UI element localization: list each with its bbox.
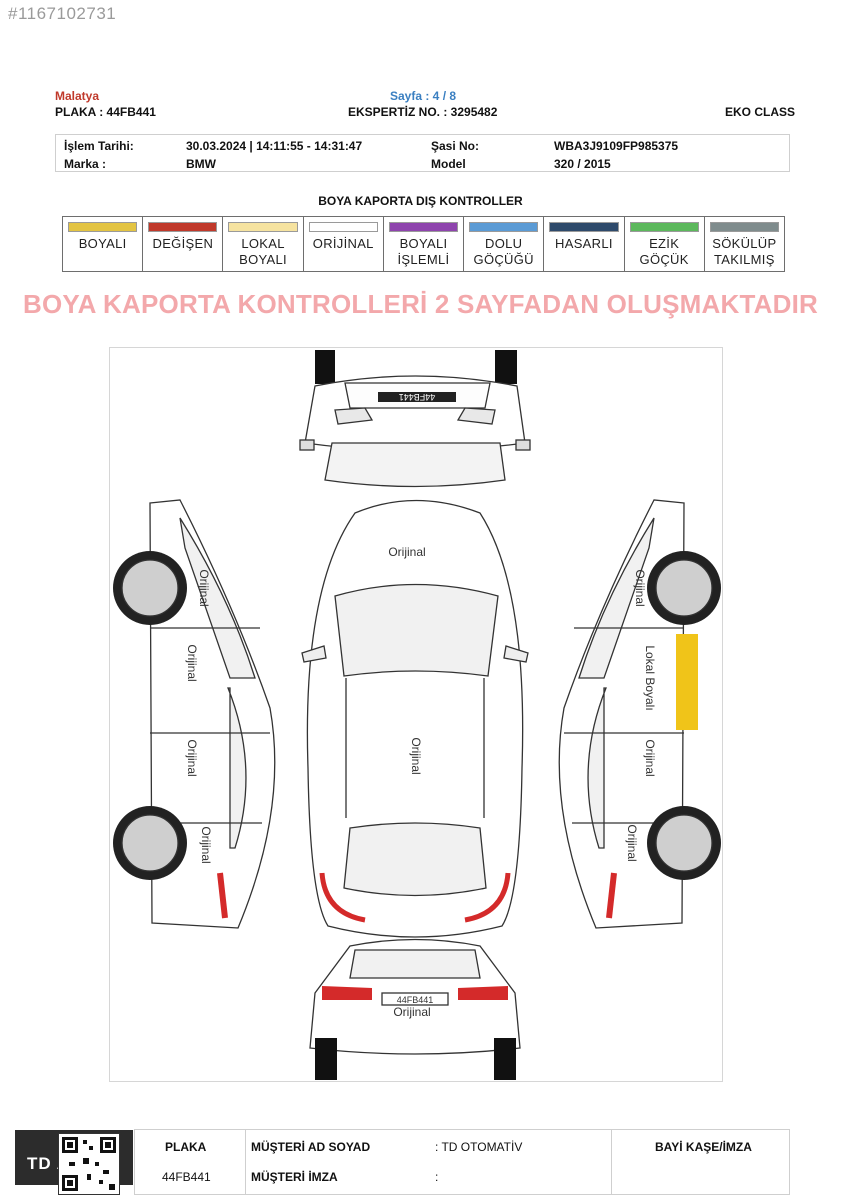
- car-front-view: [299, 350, 531, 488]
- legend-item: ORİJİNAL: [304, 217, 384, 271]
- right-panel-label: Orijinal: [643, 739, 657, 776]
- car-rear-view: [309, 938, 521, 1080]
- city-label: Malatya: [55, 89, 100, 103]
- legend-swatch: [388, 222, 459, 232]
- footer-plate-label: PLAKA: [165, 1140, 207, 1154]
- page-number: Sayfa : 4 / 8: [390, 89, 457, 103]
- customer-name-value: : TD OTOMATİV: [435, 1140, 523, 1154]
- model-value: 320 / 2015: [554, 157, 611, 171]
- car-left-side: [113, 499, 276, 929]
- roof-label: Orijinal: [388, 545, 425, 559]
- brand-label: Marka :: [64, 157, 107, 171]
- listing-id: #1167102731: [8, 4, 117, 23]
- legend-label: BOYALI: [78, 236, 127, 251]
- left-panel-label: Orijinal: [185, 739, 199, 776]
- legend-label: HASARLI: [555, 236, 613, 251]
- legend-swatch: [148, 222, 218, 232]
- left-panel-label: Orijinal: [199, 826, 213, 863]
- section-title: BOYA KAPORTA DIŞ KONTROLLER: [318, 194, 523, 208]
- legend-item: DEĞİŞEN: [143, 217, 224, 271]
- left-panel-label: Orijinal: [197, 569, 211, 606]
- car-right-side: [558, 499, 721, 929]
- customer-signature-label: MÜŞTERİ İMZA: [251, 1170, 338, 1184]
- legend-item: HASARLI: [544, 217, 625, 271]
- right-panel-label: Lokal Boyalı: [643, 645, 657, 710]
- left-panel-label: Orijinal: [185, 644, 199, 681]
- car-top-view: [301, 499, 529, 938]
- front-plate: 44FB441: [399, 392, 436, 402]
- header-plate: PLAKA : 44FB441: [55, 105, 156, 119]
- rear-label: Orijinal: [393, 1005, 430, 1019]
- legend-swatch: [549, 222, 619, 232]
- brand-value: BMW: [186, 157, 216, 171]
- local-paint-mark: [676, 634, 698, 730]
- vehicle-info-box: İşlem Tarihi: 30.03.2024 | 14:11:55 - 14…: [55, 134, 790, 172]
- footer-plate-col: PLAKA 44FB441: [135, 1130, 246, 1194]
- model-label: Model: [431, 157, 466, 171]
- right-panel-label: Orijinal: [625, 824, 639, 861]
- car-damage-diagram: 44FB441 Orijinal Orijinal 44FB441 Orijin…: [109, 347, 723, 1082]
- dealer-stamp-label: BAYİ KAŞE/İMZA: [655, 1140, 752, 1154]
- package-name: EKO CLASS: [725, 105, 796, 119]
- legend-swatch: [228, 222, 298, 232]
- rear-plate: 44FB441: [397, 995, 434, 1005]
- legend-swatch: [308, 222, 378, 232]
- footer-table: PLAKA 44FB441 MÜŞTERİ AD SOYAD : TD OTOM…: [134, 1129, 790, 1195]
- legend-item: BOYALI: [63, 217, 144, 271]
- footer-customer-col: MÜŞTERİ AD SOYAD : TD OTOMATİV MÜŞTERİ İ…: [245, 1130, 612, 1194]
- legend-swatch: [469, 222, 539, 232]
- qr-code-icon: [58, 1133, 120, 1195]
- legend-swatch: [629, 222, 699, 232]
- right-panel-label: Orijinal: [633, 569, 647, 606]
- legend-swatch: [68, 222, 138, 232]
- legend-label: ORİJİNAL: [312, 236, 374, 251]
- legend-label: DEĞİŞEN: [152, 236, 214, 251]
- footer-plate-value: 44FB441: [162, 1170, 211, 1184]
- date-label: İşlem Tarihi:: [64, 139, 134, 153]
- expertise-number: EKSPERTİZ NO. : 3295482: [348, 105, 498, 119]
- customer-signature-value: :: [435, 1170, 439, 1184]
- warning-banner: BOYA KAPORTA KONTROLLERİ 2 SAYFADAN OLUŞ…: [23, 289, 818, 319]
- date-value: 30.03.2024 | 14:11:55 - 14:31:47: [186, 139, 363, 153]
- legend-swatch: [709, 222, 779, 232]
- chassis-value: WBA3J9109FP985375: [554, 139, 679, 153]
- chassis-label: Şasi No:: [431, 139, 480, 153]
- hood-label: Orijinal: [409, 737, 423, 774]
- customer-name-label: MÜŞTERİ AD SOYAD: [251, 1140, 371, 1154]
